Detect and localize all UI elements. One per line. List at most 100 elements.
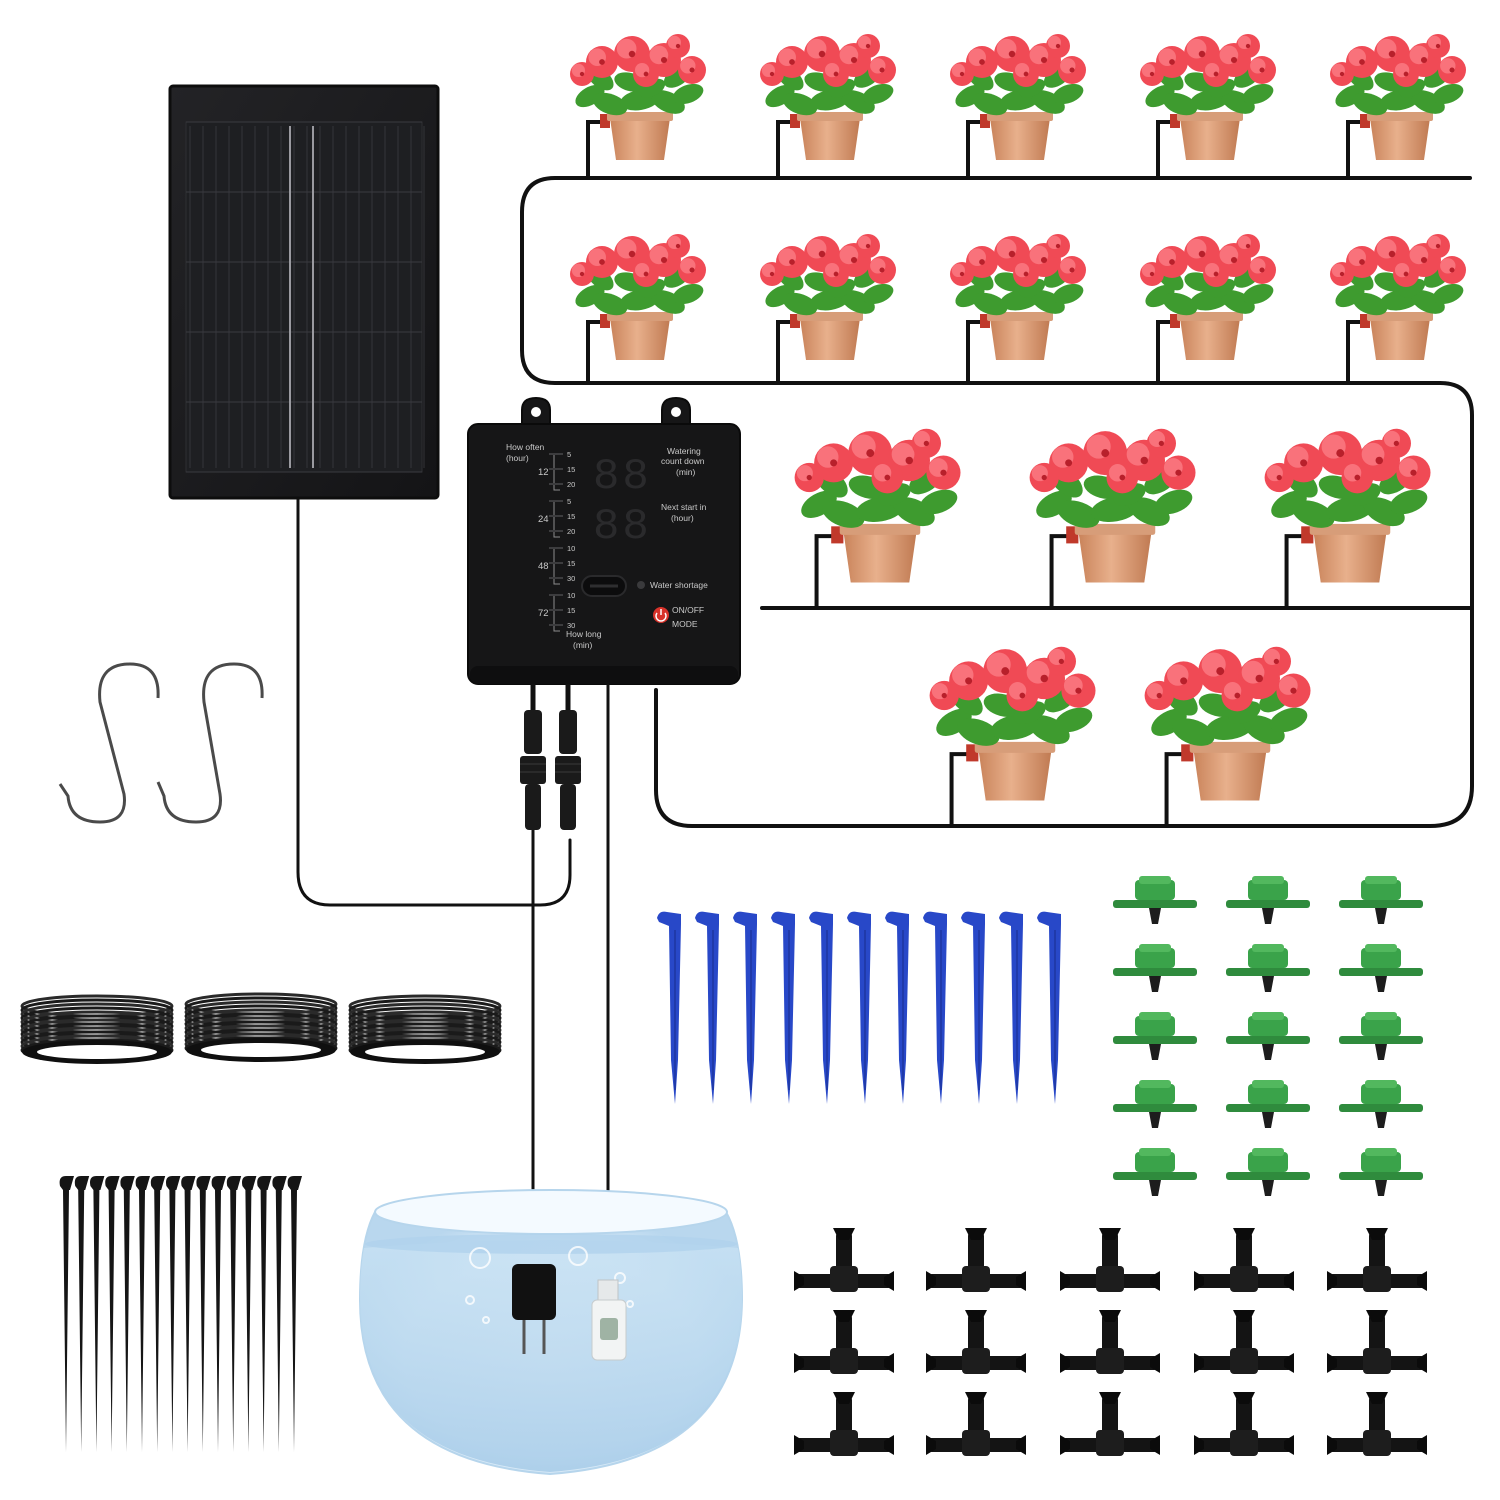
blue-stake xyxy=(999,911,1023,1104)
flower-pot xyxy=(929,646,1096,826)
black-stake xyxy=(226,1176,242,1452)
flower-pot xyxy=(760,234,896,383)
schedule-duration: 10 xyxy=(567,591,575,600)
black-stake xyxy=(272,1176,287,1452)
how-long-label: How long xyxy=(566,629,602,639)
black-stake xyxy=(59,1176,74,1452)
power-button[interactable] xyxy=(653,607,669,623)
how-long-unit: (min) xyxy=(573,640,593,650)
black-stake xyxy=(211,1176,226,1452)
flower-pot xyxy=(950,234,1086,383)
tee-connector xyxy=(1060,1228,1160,1292)
green-dripper xyxy=(1226,876,1310,924)
green-dripper xyxy=(1226,1012,1310,1060)
schedule-duration: 15 xyxy=(567,512,575,521)
green-dripper xyxy=(1113,944,1197,992)
tee-connector xyxy=(926,1310,1026,1374)
schedule-duration: 15 xyxy=(567,465,575,474)
tubing-coil xyxy=(20,994,174,1064)
schedule-hours: 48 xyxy=(538,561,549,572)
schedule-duration: 5 xyxy=(567,497,571,506)
next-start-display: 88 xyxy=(593,502,652,552)
green-dripper xyxy=(1339,1012,1423,1060)
tee-connector xyxy=(1194,1310,1294,1374)
mode-label: MODE xyxy=(672,619,698,629)
flower-pot xyxy=(1264,428,1431,608)
tubing-coils xyxy=(20,992,502,1064)
water-shortage-led xyxy=(637,581,645,589)
tee-connector xyxy=(1327,1228,1427,1292)
pump xyxy=(512,1264,556,1354)
flower-pot xyxy=(760,34,896,178)
schedule-duration: 10 xyxy=(567,544,575,553)
blue-stake xyxy=(1037,911,1061,1104)
blue-stakes xyxy=(657,911,1061,1104)
tee-connector xyxy=(1327,1392,1427,1456)
watering-label: Watering xyxy=(667,446,701,456)
black-stake xyxy=(105,1176,120,1452)
solar-panel xyxy=(168,84,440,500)
green-dripper xyxy=(1113,1012,1197,1060)
next-start-unit: (hour) xyxy=(671,513,694,523)
tee-connector xyxy=(926,1392,1026,1456)
blue-stake xyxy=(809,911,833,1104)
black-stake xyxy=(181,1176,196,1452)
green-dripper xyxy=(1339,1148,1423,1196)
green-dripper xyxy=(1113,1080,1197,1128)
flower-pot xyxy=(1144,646,1311,826)
how-often-label: How often xyxy=(506,442,545,452)
tee-connector xyxy=(1060,1392,1160,1456)
green-dripper xyxy=(1226,1148,1310,1196)
schedule-hours: 12 xyxy=(538,467,549,478)
green-dripper xyxy=(1339,944,1423,992)
schedule-duration: 20 xyxy=(567,527,575,536)
watering-label-2: count down xyxy=(661,456,705,466)
tee-connector xyxy=(1060,1310,1160,1374)
tee-connector xyxy=(794,1392,894,1456)
schedule-duration: 15 xyxy=(567,606,575,615)
tee-connectors xyxy=(794,1228,1427,1456)
flower-pot xyxy=(1140,34,1276,178)
tubing-network xyxy=(296,176,1474,907)
black-stake xyxy=(166,1176,181,1452)
flower-pot xyxy=(950,34,1086,178)
flower-pot xyxy=(1029,428,1196,608)
green-dripper xyxy=(1113,1148,1197,1196)
schedule-duration: 5 xyxy=(567,450,571,459)
tubing-coil xyxy=(184,992,338,1062)
black-stake xyxy=(196,1176,211,1452)
black-stake xyxy=(120,1176,135,1452)
flower-pots xyxy=(570,34,1466,826)
tee-connector xyxy=(1194,1392,1294,1456)
schedule-hours: 72 xyxy=(538,608,549,619)
controller-box: How often (hour) 12515202451520481015307… xyxy=(467,396,741,685)
green-drippers xyxy=(1113,876,1423,1196)
onoff-label: ON/OFF xyxy=(672,605,704,615)
black-stake xyxy=(257,1176,272,1452)
flower-pot xyxy=(570,234,706,383)
blue-stake xyxy=(695,911,719,1104)
black-stakes xyxy=(59,1176,302,1452)
tee-connector xyxy=(1327,1310,1427,1374)
flower-pot xyxy=(1330,234,1466,383)
blue-stake xyxy=(961,911,985,1104)
blue-stake xyxy=(771,911,795,1104)
tee-connector xyxy=(1194,1228,1294,1292)
how-often-unit: (hour) xyxy=(506,453,529,463)
schedule-duration: 30 xyxy=(567,574,575,583)
s-hooks xyxy=(58,662,264,824)
watering-unit: (min) xyxy=(676,467,696,477)
water-shortage-label: Water shortage xyxy=(650,580,708,590)
solar-cells xyxy=(186,121,425,473)
green-dripper xyxy=(1226,944,1310,992)
black-stake xyxy=(150,1176,166,1452)
green-dripper xyxy=(1113,876,1197,924)
schedule-duration: 15 xyxy=(567,559,575,568)
black-stake xyxy=(135,1176,150,1452)
green-dripper xyxy=(1226,1080,1310,1128)
flower-pot xyxy=(1330,34,1466,178)
